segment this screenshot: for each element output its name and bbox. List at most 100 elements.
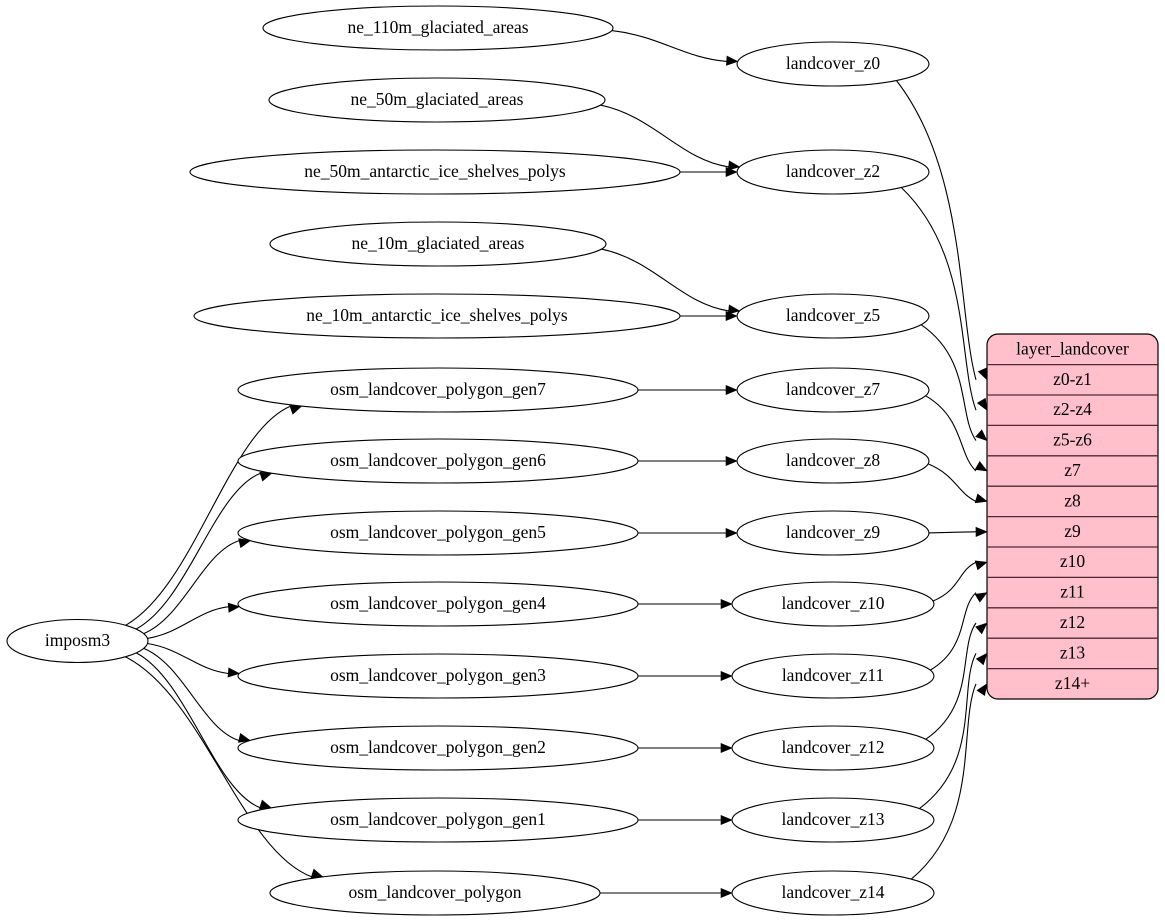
node-ne_110m_glaciated_areas[interactable]: ne_110m_glaciated_areas	[262, 5, 614, 51]
node-ellipse-landcover_z13	[731, 797, 935, 843]
node-osm_landcover_polygon[interactable]: osm_landcover_polygon	[269, 870, 601, 916]
node-label-landcover_z12: landcover_z12	[781, 737, 884, 757]
node-label-osm_landcover_polygon_gen6: osm_landcover_polygon_gen6	[330, 450, 546, 470]
node-label-ne_10m_glaciated_areas: ne_10m_glaciated_areas	[352, 233, 525, 253]
edge-ne_10m_glaciated_areas-to-landcover_z5	[601, 248, 729, 312]
edge-landcover_z12-to-layer_landcover:z12	[925, 622, 977, 740]
node-ellipse-landcover_z2	[736, 149, 930, 195]
node-landcover_z13[interactable]: landcover_z13	[731, 797, 935, 843]
edge-arrowhead	[725, 166, 738, 178]
table-row-label-z12: z12	[1060, 612, 1085, 632]
edge-arrowhead	[974, 493, 988, 504]
table-row-label-z14+: z14+	[1055, 673, 1090, 693]
node-ne_10m_antarctic_ice_shelves_polys[interactable]: ne_10m_antarctic_ice_shelves_polys	[193, 293, 681, 339]
node-ellipse-ne_50m_antarctic_ice_shelves_polys	[189, 149, 681, 195]
node-osm_landcover_polygon_gen2[interactable]: osm_landcover_polygon_gen2	[237, 725, 639, 771]
edge-imposm3-to-osm_landcover_polygon_gen4	[147, 606, 229, 639]
node-landcover_z10[interactable]: landcover_z10	[731, 581, 935, 627]
node-label-landcover_z8: landcover_z8	[786, 450, 881, 470]
node-landcover_z2[interactable]: landcover_z2	[736, 149, 930, 195]
node-osm_landcover_polygon_gen1[interactable]: osm_landcover_polygon_gen1	[237, 797, 639, 843]
table-row-label-z13: z13	[1060, 642, 1086, 662]
node-label-osm_landcover_polygon_gen2: osm_landcover_polygon_gen2	[330, 737, 546, 757]
edge-arrowhead	[974, 461, 988, 472]
edge-arrowhead	[975, 622, 988, 635]
layer-landcover-table: layer_landcoverz0-z1z2-z4z5-z6z7z8z9z10z…	[986, 333, 1159, 700]
node-ellipse-osm_landcover_polygon_gen2	[237, 725, 639, 771]
edge-landcover_z11-to-layer_landcover:z11	[930, 592, 977, 671]
table-row-label-z10: z10	[1060, 551, 1086, 571]
node-osm_landcover_polygon_gen6[interactable]: osm_landcover_polygon_gen6	[237, 438, 639, 484]
table-row-label-z2-z4: z2-z4	[1053, 399, 1092, 419]
edge-arrowhead	[725, 310, 738, 322]
node-imposm3[interactable]: imposm3	[6, 618, 149, 664]
edge-landcover_z2-to-layer_landcover:z2-z4	[900, 187, 977, 411]
node-ellipse-osm_landcover_polygon_gen4	[237, 581, 639, 627]
edge-arrowhead	[727, 304, 741, 315]
edge-arrowhead	[974, 592, 988, 603]
edge-arrowhead	[237, 732, 251, 743]
node-landcover_z12[interactable]: landcover_z12	[731, 725, 935, 771]
edge-arrowhead	[720, 670, 733, 682]
edge-arrowhead	[976, 397, 988, 411]
node-ellipse-ne_110m_glaciated_areas	[262, 5, 614, 51]
node-landcover_z14[interactable]: landcover_z14	[731, 870, 935, 916]
edge-ne_50m_glaciated_areas-to-landcover_z2	[600, 104, 729, 168]
node-osm_landcover_polygon_gen5[interactable]: osm_landcover_polygon_gen5	[237, 510, 639, 556]
node-ellipse-landcover_z12	[731, 725, 935, 771]
node-label-landcover_z0: landcover_z0	[786, 53, 881, 73]
node-label-landcover_z5: landcover_z5	[786, 305, 881, 325]
table-row-label-z5-z6: z5-z6	[1053, 430, 1092, 450]
node-label-osm_landcover_polygon: osm_landcover_polygon	[348, 882, 521, 902]
node-ellipse-landcover_z7	[736, 367, 930, 413]
node-ellipse-osm_landcover_polygon_gen6	[237, 438, 639, 484]
table-header-label: layer_landcover	[1016, 338, 1129, 358]
edge-arrowhead	[720, 742, 733, 754]
edge-imposm3-to-osm_landcover_polygon_gen3	[147, 642, 229, 675]
node-label-osm_landcover_polygon_gen3: osm_landcover_polygon_gen3	[330, 665, 546, 685]
edge-landcover_z7-to-layer_landcover:z7	[925, 395, 977, 472]
node-label-landcover_z10: landcover_z10	[781, 593, 884, 613]
edge-landcover_z8-to-layer_landcover:z8	[927, 463, 977, 502]
edge-arrowhead	[975, 526, 988, 537]
node-label-ne_110m_glaciated_areas: ne_110m_glaciated_areas	[347, 17, 528, 37]
edge-landcover_z0-to-layer_landcover:z0-z1	[895, 80, 977, 380]
node-ellipse-landcover_z9	[736, 510, 930, 556]
edge-arrowhead	[976, 683, 988, 696]
edge-imposm3-to-osm_landcover_polygon_gen1	[136, 652, 261, 809]
node-landcover_z5[interactable]: landcover_z5	[736, 293, 930, 339]
node-landcover_z9[interactable]: landcover_z9	[736, 510, 930, 556]
node-landcover_z11[interactable]: landcover_z11	[731, 653, 935, 699]
node-landcover_z7[interactable]: landcover_z7	[736, 367, 930, 413]
edge-arrowhead	[726, 55, 739, 66]
node-ellipse-osm_landcover_polygon_gen5	[237, 510, 639, 556]
node-label-ne_50m_antarctic_ice_shelves_polys: ne_50m_antarctic_ice_shelves_polys	[304, 161, 566, 181]
edge-arrowhead	[975, 429, 988, 442]
node-ellipse-landcover_z0	[736, 41, 930, 87]
node-layer: imposm3 ne_110m_glaciated_areas ne_50m_gla…	[6, 5, 935, 916]
node-ellipse-osm_landcover_polygon_gen7	[237, 367, 639, 413]
node-label-imposm3: imposm3	[45, 630, 110, 650]
edge-arrowhead	[289, 405, 303, 415]
edge-arrowhead	[727, 160, 741, 171]
node-ne_50m_antarctic_ice_shelves_polys[interactable]: ne_50m_antarctic_ice_shelves_polys	[189, 149, 681, 195]
node-label-osm_landcover_polygon_gen5: osm_landcover_polygon_gen5	[330, 522, 546, 542]
node-osm_landcover_polygon_gen7[interactable]: osm_landcover_polygon_gen7	[237, 367, 639, 413]
node-ellipse-landcover_z5	[736, 293, 930, 339]
node-ellipse-imposm3	[6, 618, 149, 664]
node-osm_landcover_polygon_gen4[interactable]: osm_landcover_polygon_gen4	[237, 581, 639, 627]
node-ne_10m_glaciated_areas[interactable]: ne_10m_glaciated_areas	[269, 221, 607, 267]
node-ellipse-landcover_z14	[731, 870, 935, 916]
node-landcover_z8[interactable]: landcover_z8	[736, 438, 930, 484]
node-label-landcover_z2: landcover_z2	[786, 161, 880, 181]
node-ellipse-landcover_z11	[731, 653, 935, 699]
table-row-label-z7: z7	[1064, 460, 1081, 480]
node-label-osm_landcover_polygon_gen4: osm_landcover_polygon_gen4	[330, 593, 546, 613]
node-osm_landcover_polygon_gen3[interactable]: osm_landcover_polygon_gen3	[237, 653, 639, 699]
node-ellipse-ne_10m_antarctic_ice_shelves_polys	[193, 293, 681, 339]
node-ne_50m_glaciated_areas[interactable]: ne_50m_glaciated_areas	[268, 77, 606, 123]
node-ellipse-ne_10m_glaciated_areas	[269, 221, 607, 267]
node-landcover_z0[interactable]: landcover_z0	[736, 41, 930, 87]
table-layer_landcover[interactable]: layer_landcoverz0-z1z2-z4z5-z6z7z8z9z10z…	[986, 333, 1159, 700]
